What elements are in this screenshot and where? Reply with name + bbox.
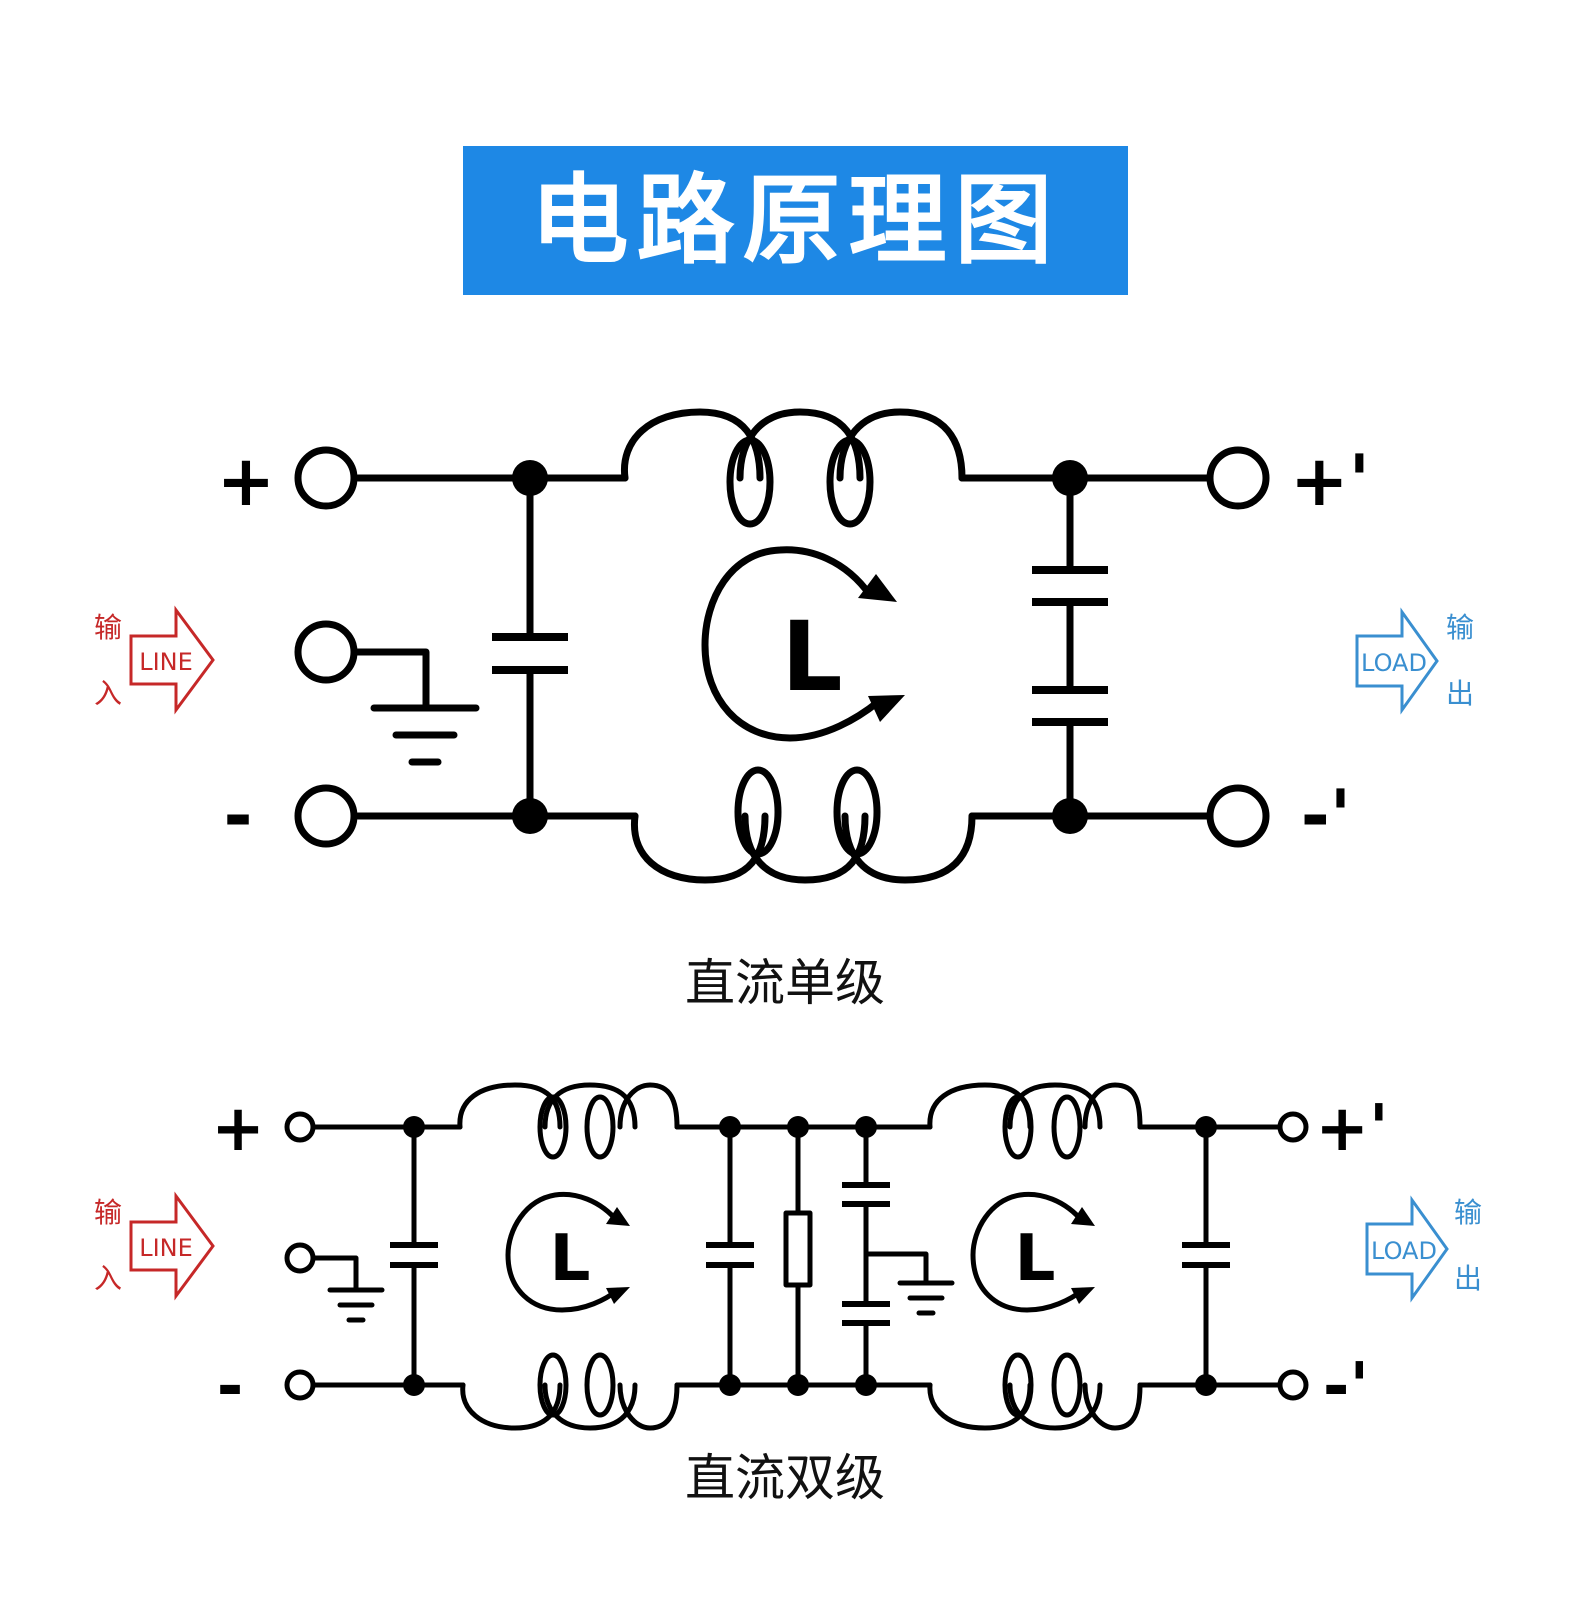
load-arrow-text: LOAD <box>1371 1237 1437 1265</box>
line-arrow-text: LINE <box>139 648 193 676</box>
output-label-2: 出 <box>1454 1262 1482 1295</box>
minus-in-symbol: - <box>223 775 252 857</box>
terminal-minus-in <box>294 784 358 848</box>
input-line-indicator: 输 入 LINE <box>94 1191 215 1301</box>
junction-dot <box>787 1374 809 1396</box>
mid-x-capacitor <box>706 1124 754 1388</box>
choke-1-top-winding <box>457 1082 680 1160</box>
bleeder-resistor <box>783 1124 813 1388</box>
terminal-plus-out <box>1277 1111 1309 1143</box>
top-winding <box>620 408 966 528</box>
choke-label: L <box>781 601 842 713</box>
plus-in-symbol: + <box>211 1092 265 1166</box>
junction-dot <box>855 1116 877 1138</box>
choke-2-bottom-winding <box>927 1352 1143 1431</box>
output-label-1: 输 <box>1454 1196 1482 1229</box>
choke-2-top-winding <box>927 1082 1143 1160</box>
terminal-plus-in <box>294 446 358 510</box>
input-label-1: 输 <box>94 611 122 644</box>
page-title: 电路原理图 <box>530 163 1061 278</box>
input-x-capacitor <box>390 1124 438 1388</box>
terminal-ground <box>284 1242 316 1274</box>
output-label-2: 出 <box>1446 677 1474 710</box>
minus-in-symbol: - <box>217 1350 244 1424</box>
input-label-2: 入 <box>94 1262 122 1295</box>
plus-in-symbol: + <box>217 440 276 522</box>
choke-flux-symbol: L <box>701 546 905 742</box>
junction-dot <box>719 1116 741 1138</box>
junction-dot <box>855 1374 877 1396</box>
double-stage-circuit: + - +' -' L <box>94 1082 1482 1507</box>
junction-dot <box>403 1116 425 1138</box>
choke-label: L <box>550 1222 591 1296</box>
junction-dot <box>512 798 548 834</box>
single-stage-caption: 直流单级 <box>685 954 885 1012</box>
output-label-1: 输 <box>1446 611 1474 644</box>
terminal-minus-in <box>284 1369 316 1401</box>
junction-dot <box>1052 798 1088 834</box>
input-x-capacitor <box>492 474 568 820</box>
junction-dot <box>1195 1374 1217 1396</box>
terminal-plus-out <box>1206 446 1270 510</box>
junction-dot <box>1195 1116 1217 1138</box>
ground-connection <box>348 648 480 766</box>
terminal-plus-in <box>284 1111 316 1143</box>
title-banner: 电路原理图 <box>463 146 1128 295</box>
input-line-indicator: 输 入 LINE <box>94 605 215 715</box>
output-x-capacitor <box>1182 1124 1230 1388</box>
junction-dot <box>403 1374 425 1396</box>
plus-out-symbol: +' <box>1315 1092 1388 1166</box>
choke-2-flux-symbol: L <box>970 1191 1095 1313</box>
output-load-indicator: LOAD 输 出 <box>1365 1195 1482 1303</box>
junction-dot <box>1052 460 1088 496</box>
terminal-ground <box>294 620 358 684</box>
minus-out-symbol: -' <box>1301 775 1351 857</box>
junction-dot <box>512 460 548 496</box>
choke-1-flux-symbol: L <box>505 1191 630 1313</box>
output-capacitors <box>1032 474 1108 820</box>
load-arrow-text: LOAD <box>1361 649 1427 677</box>
bottom-winding <box>630 766 976 884</box>
input-label-1: 输 <box>94 1196 122 1229</box>
junction-dot <box>719 1374 741 1396</box>
input-label-2: 入 <box>94 677 122 710</box>
plus-out-symbol: +' <box>1290 440 1370 522</box>
line-arrow-text: LINE <box>139 1234 193 1262</box>
mid-y-capacitors <box>842 1124 955 1388</box>
choke-1-bottom-winding <box>460 1352 680 1431</box>
choke-label: L <box>1015 1222 1056 1296</box>
minus-out-symbol: -' <box>1323 1350 1369 1424</box>
double-stage-caption: 直流双级 <box>685 1449 885 1507</box>
junction-dot <box>787 1116 809 1138</box>
single-stage-circuit: + - +' -' L <box>94 408 1474 1012</box>
terminal-minus-out <box>1277 1369 1309 1401</box>
ground-connection <box>309 1255 385 1323</box>
terminal-minus-out <box>1206 784 1270 848</box>
output-load-indicator: LOAD 输 出 <box>1355 607 1474 715</box>
